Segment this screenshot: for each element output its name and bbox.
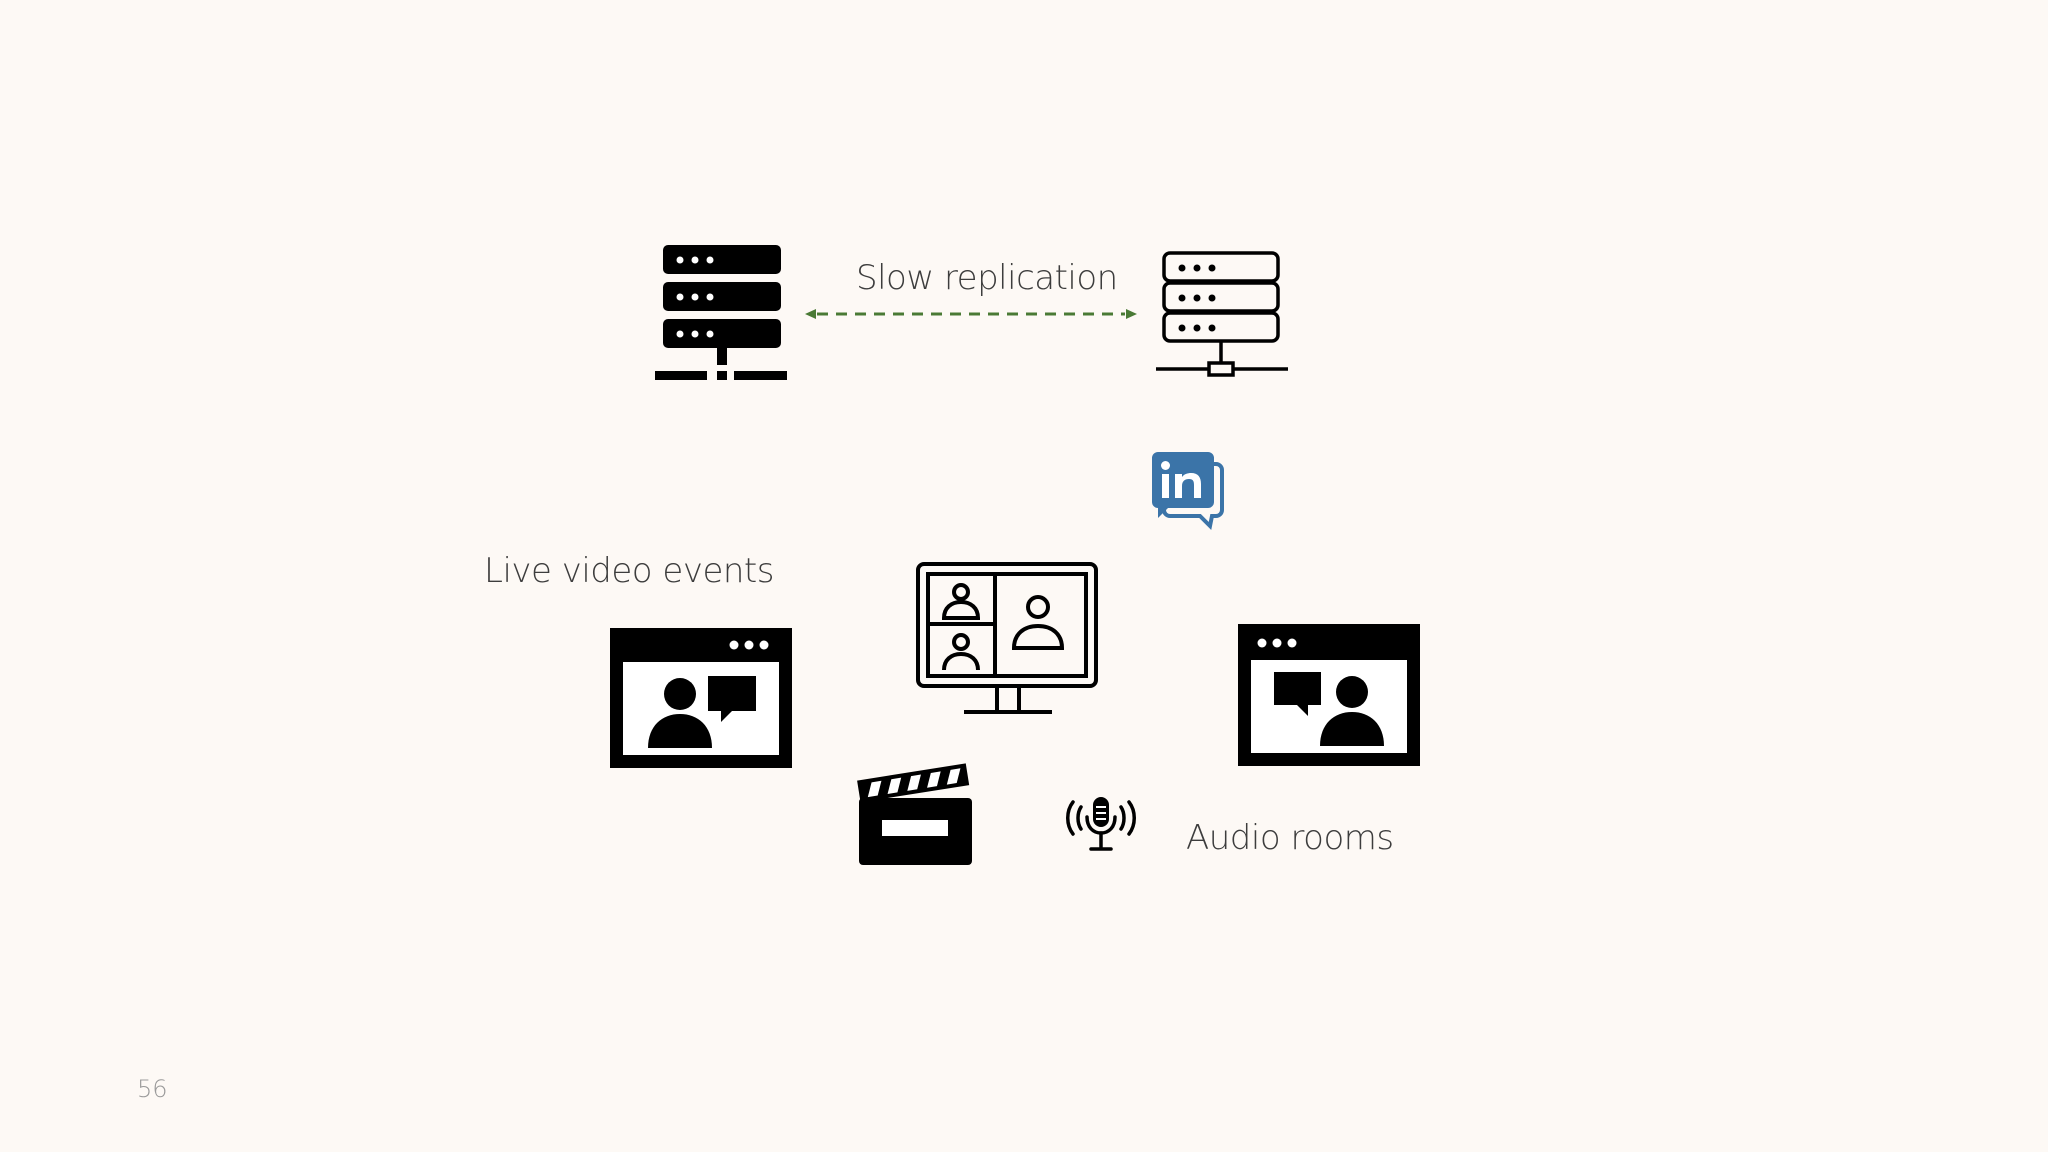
clapperboard-icon (857, 763, 972, 865)
server-solid-icon (655, 245, 787, 380)
server-outline-icon (1156, 251, 1288, 377)
replication-arrow (805, 309, 1137, 319)
live-video-events-label: Live video events (484, 551, 774, 591)
broadcast-microphone-icon (1066, 797, 1136, 851)
page-number: 56 (137, 1075, 168, 1103)
linkedin-chat-icon (1152, 452, 1224, 531)
audio-rooms-label: Audio rooms (1186, 818, 1394, 858)
video-chat-window-right-icon (1238, 624, 1420, 766)
video-chat-window-left-icon (610, 628, 792, 768)
slow-replication-label: Slow replication (856, 258, 1118, 298)
video-meeting-monitor-icon (916, 562, 1098, 714)
